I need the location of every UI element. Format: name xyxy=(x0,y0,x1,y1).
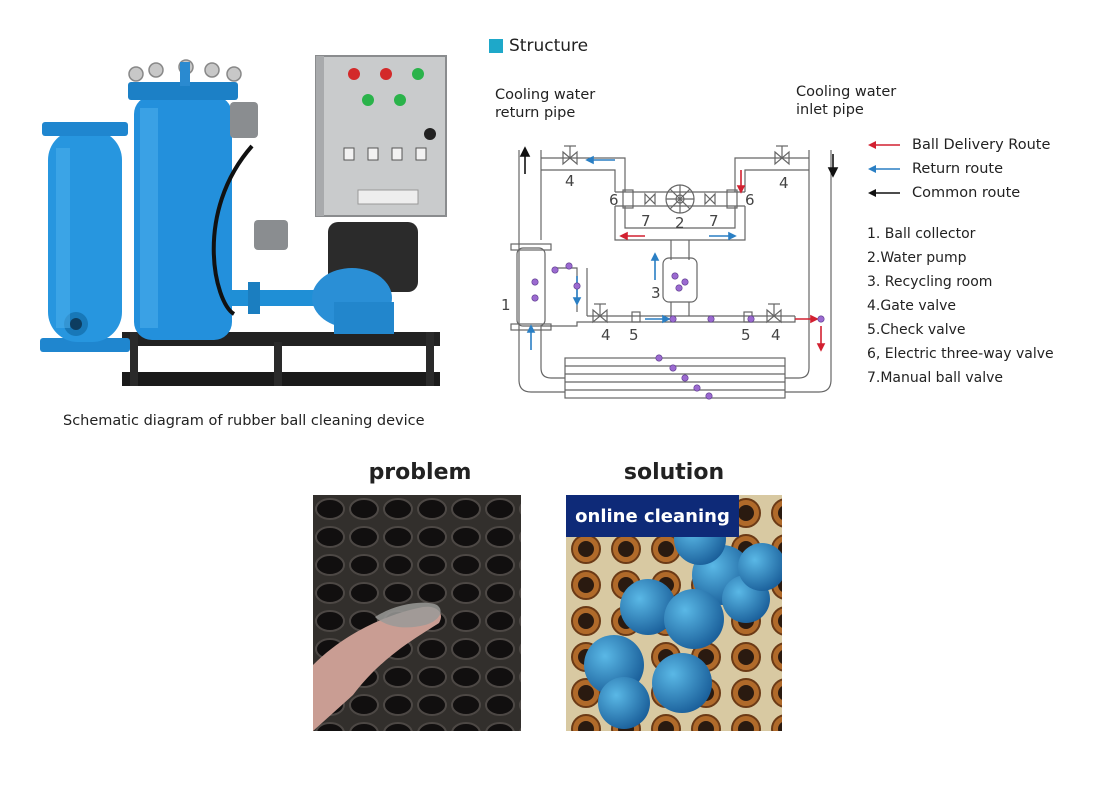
red-arrow-icon xyxy=(868,141,900,149)
number-label: 4 xyxy=(779,174,789,192)
number-label: 7 xyxy=(641,212,651,230)
return-pipe-label-line1: Cooling water xyxy=(495,87,596,103)
problem-photo xyxy=(313,495,521,731)
component-item: 7.Manual ball valve xyxy=(867,370,1004,386)
component-item: 3. Recycling room xyxy=(867,274,993,290)
inlet-pipe-label-line1: Cooling water xyxy=(796,84,897,100)
return-pipe-label: Cooling water return pipe xyxy=(495,86,595,122)
legend-delivery: Ball Delivery Route xyxy=(866,133,1050,157)
route-legend: Ball Delivery Route Return route Common … xyxy=(866,133,1050,205)
number-label: 2 xyxy=(675,214,685,232)
return-pipe-label-line2: return pipe xyxy=(495,105,576,121)
legend-return-label: Return route xyxy=(912,161,1004,177)
legend-common: Common route xyxy=(866,181,1050,205)
online-cleaning-banner: online cleaning xyxy=(566,495,739,537)
number-label: 6 xyxy=(745,191,755,209)
legend-return: Return route xyxy=(866,157,1050,181)
photo-caption: Schematic diagram of rubber ball cleanin… xyxy=(63,413,425,429)
structure-title-text: Structure xyxy=(509,36,589,56)
number-label: 4 xyxy=(565,172,575,190)
title-square-icon xyxy=(489,39,503,53)
component-item: 6, Electric three-way valve xyxy=(867,346,1054,362)
structure-title: Structure xyxy=(489,36,588,56)
equipment-photo xyxy=(40,55,447,386)
component-item: 5.Check valve xyxy=(867,322,966,338)
component-item: 4.Gate valve xyxy=(867,298,956,314)
black-arrow-icon xyxy=(868,189,900,197)
legend-delivery-label: Ball Delivery Route xyxy=(912,137,1051,153)
components-list: 1. Ball collector 2.Water pump 3. Recycl… xyxy=(867,222,1054,390)
number-label: 7 xyxy=(709,212,719,230)
number-label: 5 xyxy=(741,326,751,344)
piping-schematic: 4 4 6 6 7 7 2 3 1 4 5 5 4 xyxy=(501,145,839,400)
component-item: 2.Water pump xyxy=(867,250,967,266)
number-label: 5 xyxy=(629,326,639,344)
number-label: 4 xyxy=(771,326,781,344)
inlet-pipe-label: Cooling water inlet pipe xyxy=(796,83,896,119)
blue-arrow-icon xyxy=(868,165,900,173)
number-label: 6 xyxy=(609,191,619,209)
number-label: 1 xyxy=(501,296,511,314)
legend-common-label: Common route xyxy=(912,185,1021,201)
component-item: 1. Ball collector xyxy=(867,226,976,242)
number-label: 3 xyxy=(651,284,661,302)
solution-photo xyxy=(566,495,782,731)
problem-heading: problem xyxy=(368,460,472,485)
solution-heading: solution xyxy=(623,460,725,485)
number-label: 4 xyxy=(601,326,611,344)
inlet-pipe-label-line2: inlet pipe xyxy=(796,102,864,118)
